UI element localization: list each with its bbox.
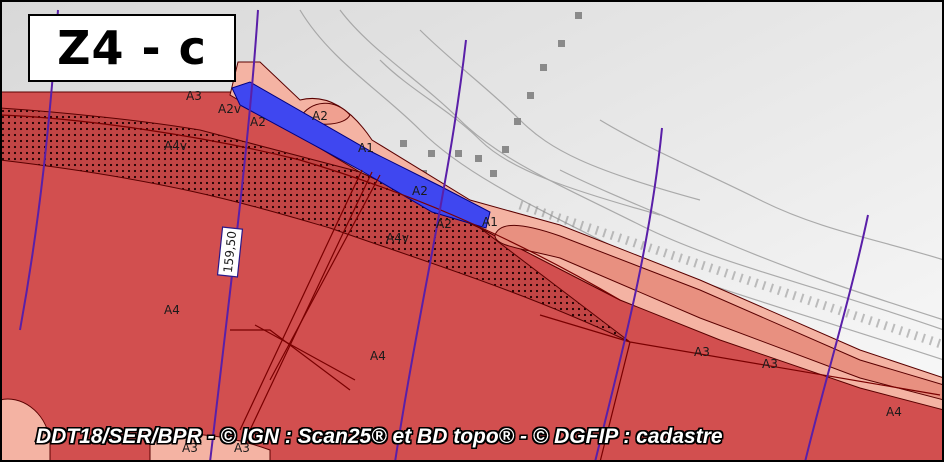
zone-label-a3: A3 — [182, 441, 198, 455]
zone-a3-bottom-patch[interactable] — [0, 398, 51, 462]
map-title: Z4 - c — [57, 21, 207, 75]
zone-a3-bottom-patch-2[interactable] — [149, 433, 271, 462]
zone-label-a2v: A2v — [218, 102, 241, 116]
cadastre-parcels — [0, 114, 941, 462]
map-title-box: Z4 - c — [28, 14, 236, 82]
zone-label-a3: A3 — [762, 357, 778, 371]
contour-value-text: 159,50 — [221, 230, 239, 273]
zone-label-a1: A1 — [358, 141, 374, 155]
zone-label-a4: A4 — [886, 405, 902, 419]
zone-label-a3: A3 — [234, 441, 250, 455]
zone-label-a4: A4 — [164, 303, 180, 317]
zone-label-a2: A2 — [412, 184, 428, 198]
zone-a4v-hatched[interactable] — [0, 107, 631, 343]
zone-a1-channel[interactable] — [231, 81, 491, 229]
map-credits: DDT18/SER/BPR - © IGN : Scan25® et BD to… — [36, 425, 723, 448]
terrain-contours — [299, 9, 944, 361]
zone-label-a4v: A4v — [164, 139, 187, 153]
zone-label-a3-top: A3 — [186, 89, 202, 103]
zone-label-a2: A2 — [436, 217, 452, 231]
contour-value-label: 159,50 — [216, 226, 244, 278]
zone-label-a4v: A4v — [386, 231, 409, 245]
zone-label-a1: A1 — [482, 215, 498, 229]
zone-label-a3: A3 — [694, 345, 710, 359]
zone-label-a2: A2 — [250, 115, 266, 129]
zone-labels: A3 A2v A2 A2 A4v A1 A2 A2 A1 A4v A4 A4 A… — [34, 89, 902, 455]
zone-label-a4: A4 — [370, 349, 386, 363]
zone-label-a3: A3 — [34, 431, 50, 445]
zone-label-a2: A2 — [312, 109, 328, 123]
